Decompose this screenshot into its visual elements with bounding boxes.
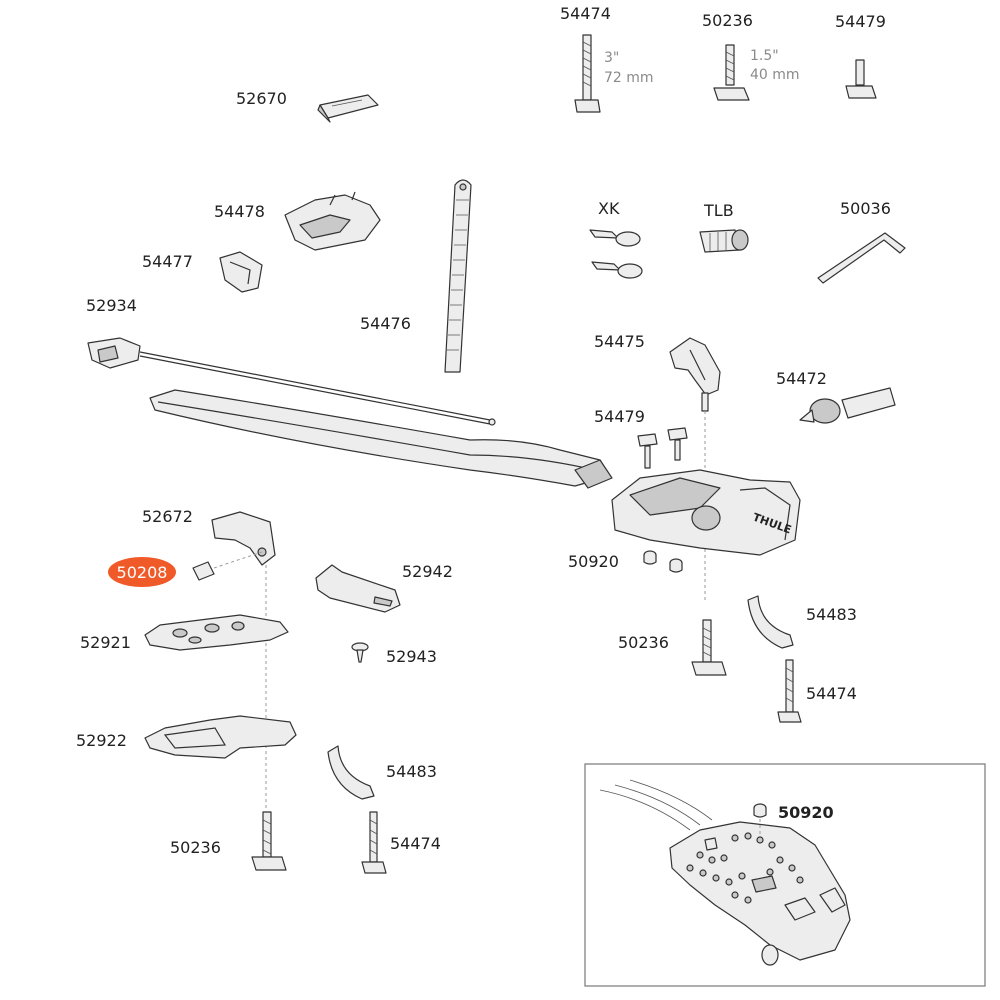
inset-detail <box>584 763 986 987</box>
label-50208: 50208 <box>117 563 168 582</box>
keys-xk <box>589 229 643 279</box>
clamp-54483-right <box>747 595 794 649</box>
label-52672: 52672 <box>142 507 193 526</box>
dim-short-in: 1.5" <box>750 48 779 64</box>
part-54476 <box>444 179 472 373</box>
bolts-54479-mid <box>637 427 688 469</box>
dim-long-in: 3" <box>604 50 619 66</box>
bolt-50236-bottom <box>251 811 287 871</box>
label-54483-mid: 54483 <box>386 762 437 781</box>
part-52922 <box>144 715 297 759</box>
part-54472 <box>799 387 896 424</box>
bolt-50236-top <box>713 44 750 101</box>
part-54475 <box>669 337 721 412</box>
bolt-54474-top <box>574 34 601 113</box>
label-54475: 54475 <box>594 332 645 351</box>
label-tlb: TLB <box>703 201 734 220</box>
hex-key-50036 <box>817 232 906 284</box>
clamp-54483-mid <box>327 745 375 800</box>
dim-short-mm: 40 mm <box>750 67 800 83</box>
pin-50208 <box>192 551 263 581</box>
part-52934 <box>87 337 496 426</box>
caps-50920 <box>643 550 683 573</box>
wheel-tray-rail <box>149 389 613 489</box>
label-52921: 52921 <box>80 633 131 652</box>
label-50920: 50920 <box>568 552 619 571</box>
label-54472: 54472 <box>776 369 827 388</box>
label-54479-top: 54479 <box>835 12 886 31</box>
part-52921 <box>144 614 289 651</box>
label-52922: 52922 <box>76 731 127 750</box>
label-52942: 52942 <box>402 562 453 581</box>
label-50236-mid: 50236 <box>618 633 669 652</box>
label-54479-mid: 54479 <box>594 407 645 426</box>
bolt-54474-bottom <box>361 811 387 874</box>
label-54476: 54476 <box>360 314 411 333</box>
bolt-50236-mid <box>691 619 727 676</box>
label-54483-right: 54483 <box>806 605 857 624</box>
label-50236-bottom: 50236 <box>170 838 221 857</box>
screw-52943 <box>351 642 369 663</box>
part-54477 <box>219 251 263 293</box>
part-52670 <box>317 94 379 123</box>
label-50036: 50036 <box>840 199 891 218</box>
frame-holder-housing: THULE <box>611 469 801 556</box>
label-50236-top: 50236 <box>702 11 753 30</box>
highlight-badge-50208[interactable]: 50208 <box>108 557 176 587</box>
lock-tlb <box>699 229 749 253</box>
label-50920-inset: 50920 <box>778 803 834 822</box>
dim-long-mm: 72 mm <box>604 70 654 86</box>
label-54474-right: 54474 <box>806 684 857 703</box>
label-54478: 54478 <box>214 202 265 221</box>
label-54474-top: 54474 <box>560 4 611 23</box>
label-52943: 52943 <box>386 647 437 666</box>
part-52672 <box>211 511 276 566</box>
label-xk: XK <box>598 199 620 218</box>
inset-plate-holes <box>686 832 804 904</box>
part-52942 <box>315 564 401 613</box>
part-54478 <box>284 191 381 251</box>
bolt-54479-top <box>845 59 877 99</box>
label-54477: 54477 <box>142 252 193 271</box>
label-54474-bottom: 54474 <box>390 834 441 853</box>
bolt-54474-right <box>777 659 802 723</box>
label-52670: 52670 <box>236 89 287 108</box>
label-52934: 52934 <box>86 296 137 315</box>
